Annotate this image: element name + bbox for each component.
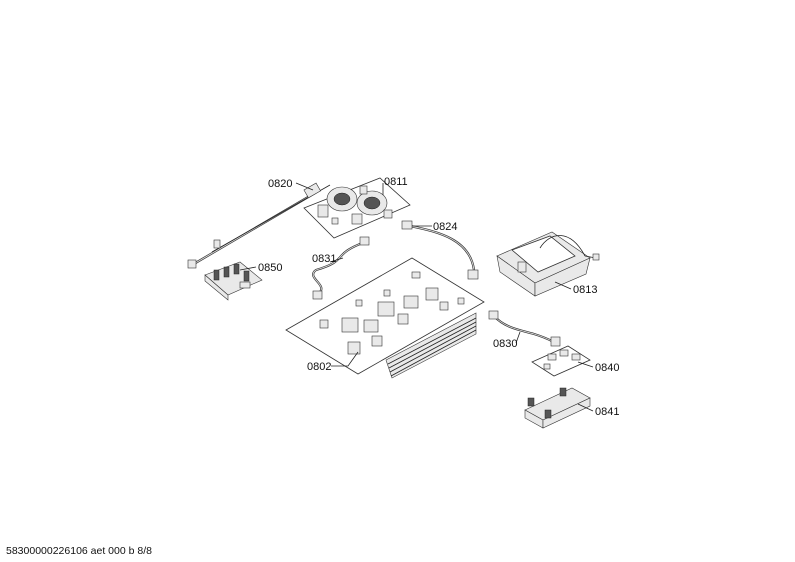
part-0831-cable	[312, 236, 370, 300]
label-0811: 0811	[384, 176, 408, 188]
part-0811-filter-board	[303, 177, 411, 239]
part-0850-terminal-block	[204, 261, 263, 301]
part-0813-fan-unit	[496, 231, 600, 297]
part-0824-cable	[401, 220, 479, 280]
part-0840-control-board	[531, 345, 591, 377]
label-0802: 0802	[307, 361, 331, 373]
label-0831: 0831	[312, 253, 336, 265]
label-0824: 0824	[433, 221, 457, 233]
part-0830-cable	[488, 310, 561, 347]
leader-lines	[239, 182, 594, 412]
label-0840: 0840	[595, 362, 619, 374]
part-0802-main-board	[285, 257, 485, 379]
part-0841-bracket	[524, 387, 591, 429]
label-0841: 0841	[595, 406, 619, 418]
label-0820: 0820	[268, 178, 292, 190]
part-0820-cable-harness	[187, 182, 331, 269]
label-0813: 0813	[573, 284, 597, 296]
label-0850: 0850	[258, 262, 282, 274]
document-footer-id: 58300000226106 aet 000 b 8/8	[6, 545, 152, 557]
label-0830: 0830	[493, 338, 517, 350]
